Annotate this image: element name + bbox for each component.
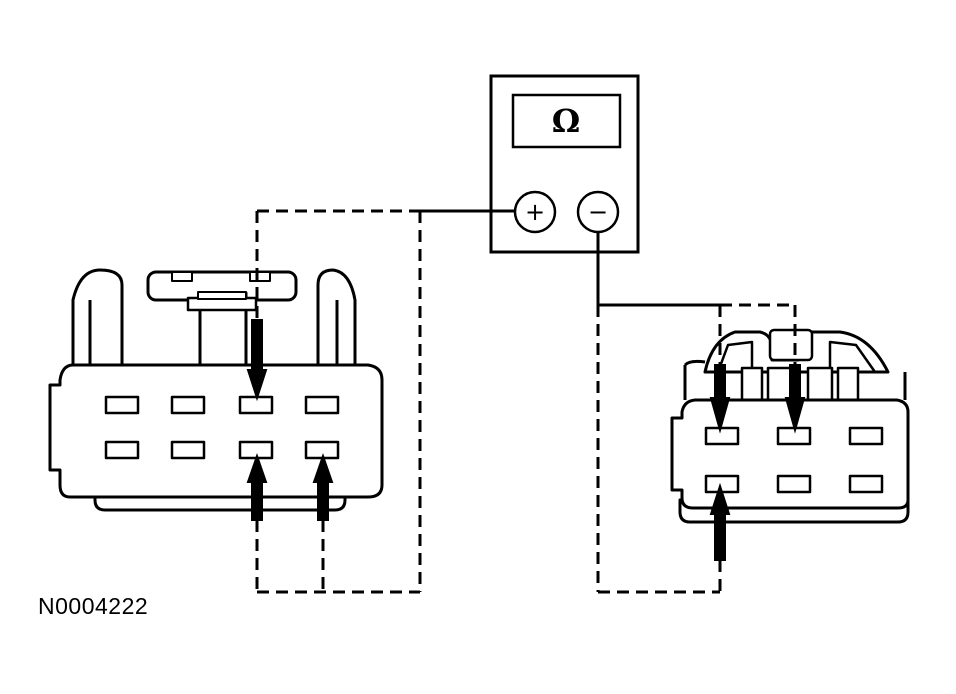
pin-cavity (304, 395, 340, 415)
figure-id: N0004222 (38, 593, 149, 619)
right-connector-pins (704, 426, 884, 494)
pin-cavity (104, 395, 140, 415)
pin-cavity (170, 395, 206, 415)
left-connector-body (48, 363, 384, 499)
negative-terminal-label: − (588, 198, 608, 226)
pin-cavity (776, 426, 812, 446)
right-jumper-wires (596, 303, 797, 594)
probe-arrow-down (784, 364, 806, 434)
probe-arrow-up (246, 452, 268, 521)
pin-cavity (848, 474, 884, 494)
pin-cavity (238, 440, 274, 460)
pin-cavity (776, 474, 812, 494)
positive-terminal-label: + (525, 198, 545, 226)
left-connector-pins (104, 395, 340, 460)
ohm-symbol: Ω (552, 102, 580, 140)
probe-arrows (246, 319, 806, 561)
left-connector (48, 268, 384, 512)
probe-arrow-up (709, 482, 731, 561)
probe-arrow-up (312, 452, 334, 521)
right-connector (670, 328, 910, 524)
left-jumper-wires (255, 209, 422, 594)
ohmmeter-display (511, 93, 622, 149)
probe-arrow-down (246, 319, 268, 402)
left-connector-latch-left (71, 268, 124, 367)
pin-cavity (170, 440, 206, 460)
pin-cavity (304, 440, 340, 460)
pin-cavity (848, 426, 884, 446)
pin-cavity (104, 440, 140, 460)
probe-arrow-down (709, 364, 731, 434)
ohmmeter: Ω + − (489, 74, 640, 254)
pin-cavity (238, 395, 274, 415)
pin-cavity (704, 426, 740, 446)
